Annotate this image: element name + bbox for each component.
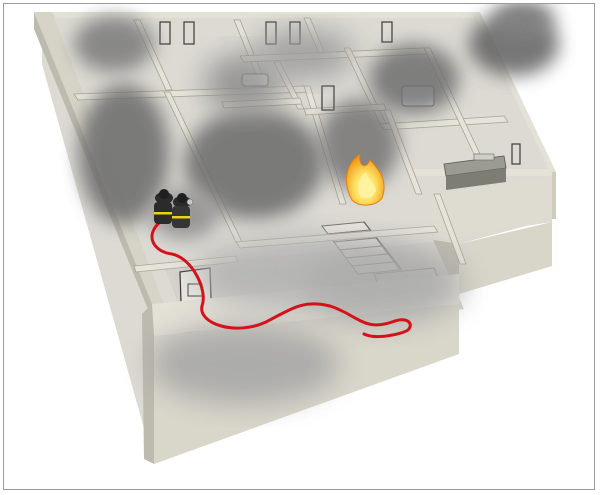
kitchen-counter-icon bbox=[443, 153, 507, 190]
fire-hose bbox=[150, 220, 412, 338]
smoke-layer bbox=[74, 4, 559, 404]
lower-right-wall bbox=[459, 222, 552, 294]
floor-cutaway-illustration bbox=[34, 4, 559, 464]
stair-enclosure-right bbox=[433, 193, 467, 265]
fire-icon bbox=[345, 152, 385, 206]
firefighter-icon bbox=[154, 189, 194, 228]
front-wall-left-face bbox=[142, 304, 154, 464]
kitchen-wall-front bbox=[434, 176, 552, 240]
illustration-frame bbox=[3, 3, 595, 490]
outer-wall-top bbox=[52, 12, 474, 18]
